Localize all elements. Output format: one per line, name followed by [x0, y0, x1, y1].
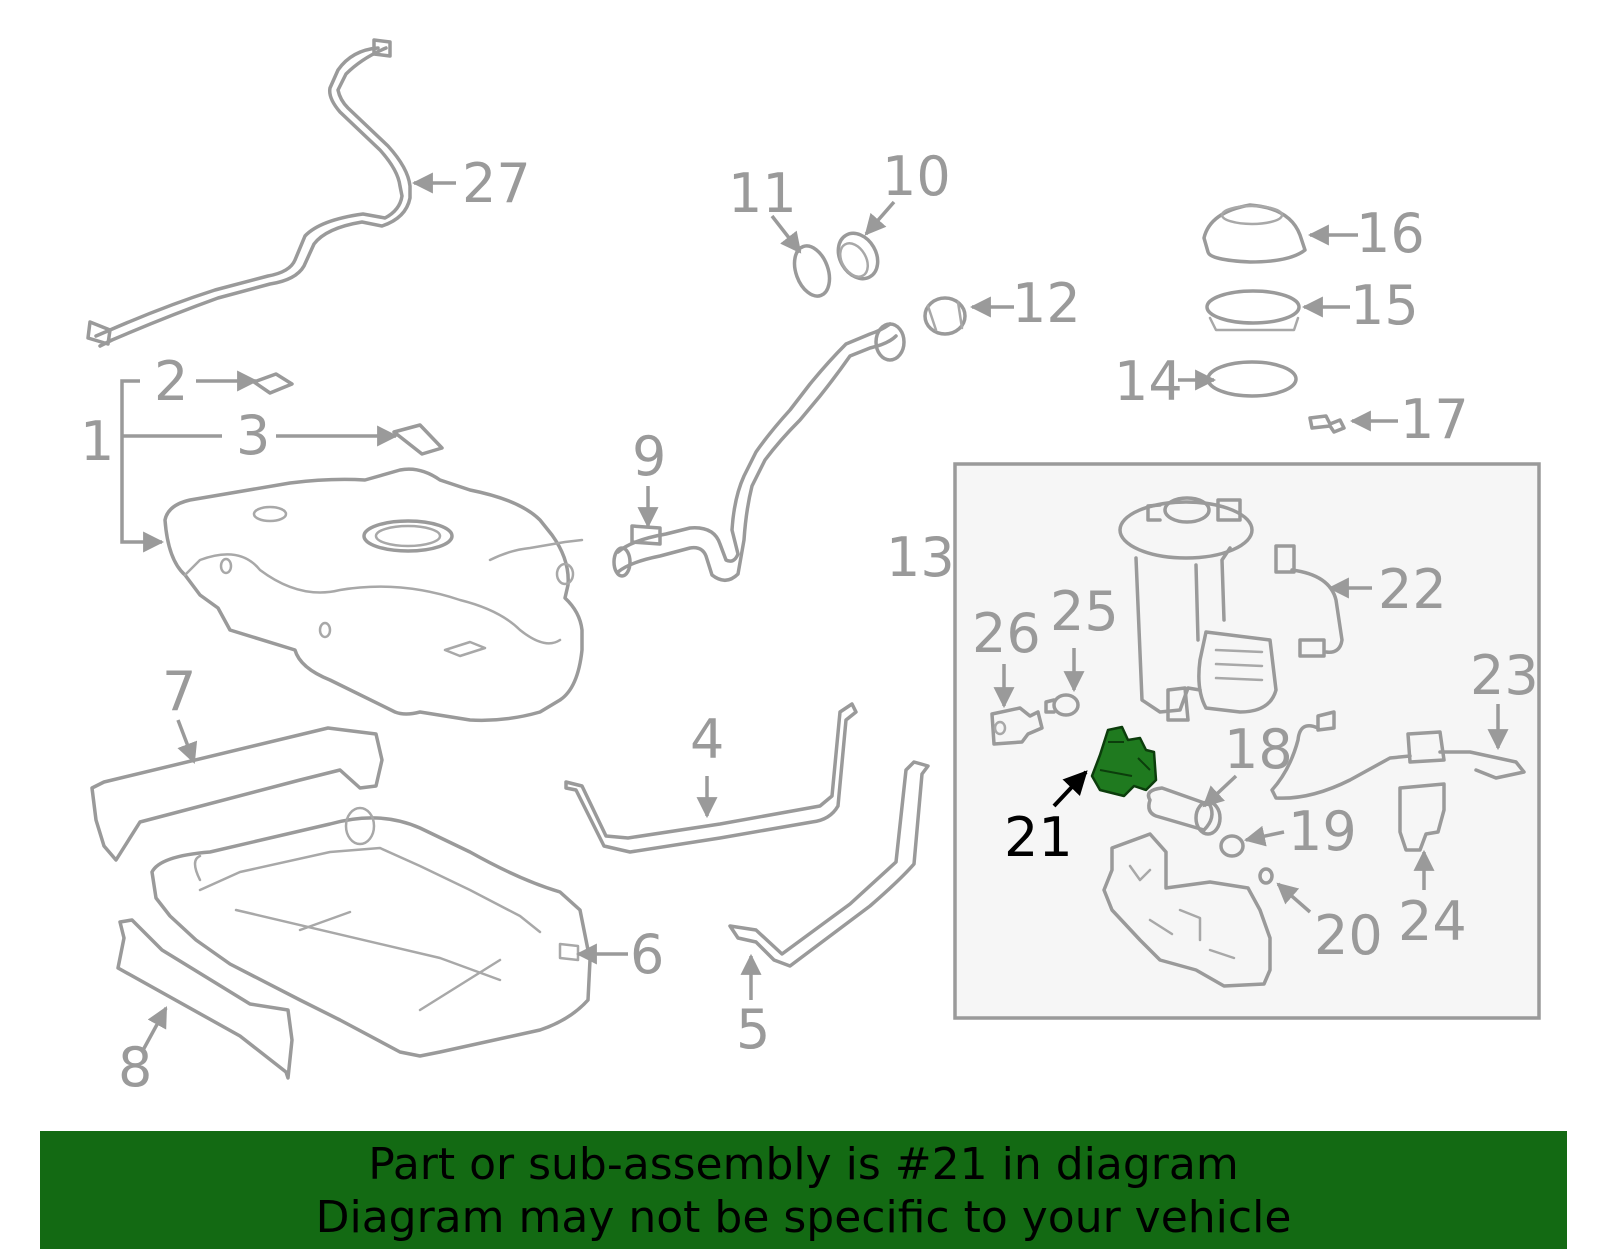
part-26-sensor[interactable] [990, 706, 1044, 746]
label-13: 13 [886, 526, 955, 589]
part-22-harness[interactable] [1274, 544, 1344, 658]
part-4-strap[interactable] [564, 702, 858, 854]
part-23-harness[interactable] [1270, 710, 1526, 800]
part-5-strap[interactable] [728, 760, 930, 968]
info-banner: Part or sub-assembly is #21 in diagram D… [40, 1131, 1567, 1249]
label-25: 25 [1050, 580, 1119, 643]
label-17: 17 [1400, 388, 1469, 451]
banner-disclaimer-text: Diagram may not be specific to your vehi… [315, 1192, 1292, 1243]
label-24: 24 [1398, 890, 1467, 953]
part-3-pad[interactable] [392, 423, 444, 456]
part-16-retainer[interactable] [1202, 203, 1307, 264]
part-24-bracket[interactable] [1398, 782, 1446, 852]
label-10: 10 [882, 145, 951, 208]
part-13-sub-tank[interactable] [1102, 832, 1272, 988]
label-11: 11 [728, 162, 797, 225]
label-27: 27 [462, 152, 531, 215]
part-21-highlighted[interactable] [1090, 725, 1158, 798]
part-10-seal[interactable] [830, 226, 885, 286]
part-8-shield[interactable] [116, 918, 294, 1080]
leader-lines [120, 172, 1509, 1053]
label-3: 3 [236, 404, 270, 467]
label-23: 23 [1470, 644, 1539, 707]
part-7-shield[interactable] [90, 726, 384, 862]
label-6: 6 [630, 923, 664, 986]
banner-part-text: Part or sub-assembly is #21 in diagram [368, 1139, 1239, 1190]
part-9-filler-pipe[interactable] [612, 322, 906, 582]
part-labels: 27 11 10 12 16 15 14 17 2 3 1 9 13 22 26… [80, 145, 1539, 1099]
label-21: 21 [1004, 806, 1073, 869]
part-19-filter[interactable] [1219, 834, 1245, 858]
label-2: 2 [154, 350, 188, 413]
part-12-fuel-cap[interactable] [923, 296, 967, 336]
label-12: 12 [1012, 272, 1081, 335]
part-14-gasket[interactable] [1206, 360, 1298, 398]
label-16: 16 [1356, 202, 1425, 265]
part-25-valve[interactable] [1044, 693, 1080, 717]
label-19: 19 [1288, 800, 1357, 863]
label-22: 22 [1378, 558, 1447, 621]
part-6-skid-plate[interactable] [150, 806, 592, 1058]
part-15-lock-ring[interactable] [1205, 289, 1301, 332]
label-18: 18 [1224, 718, 1293, 781]
label-15: 15 [1350, 274, 1419, 337]
label-8: 8 [118, 1036, 152, 1099]
label-4: 4 [690, 708, 724, 771]
part-17-clip[interactable] [1308, 414, 1346, 434]
label-5: 5 [736, 998, 770, 1061]
part-1-fuel-tank[interactable] [163, 467, 584, 723]
label-20: 20 [1314, 904, 1383, 967]
label-1: 1 [80, 410, 114, 473]
part-2-pad[interactable] [252, 372, 294, 395]
part-13-fuel-pump-module[interactable] [1118, 496, 1278, 722]
label-14: 14 [1114, 350, 1183, 413]
part-27-hose[interactable] [86, 38, 412, 348]
label-7: 7 [162, 660, 196, 723]
label-9: 9 [632, 425, 666, 488]
part-20-o-ring[interactable] [1258, 867, 1274, 885]
label-26: 26 [972, 602, 1041, 665]
part-11-o-ring[interactable] [788, 241, 836, 301]
